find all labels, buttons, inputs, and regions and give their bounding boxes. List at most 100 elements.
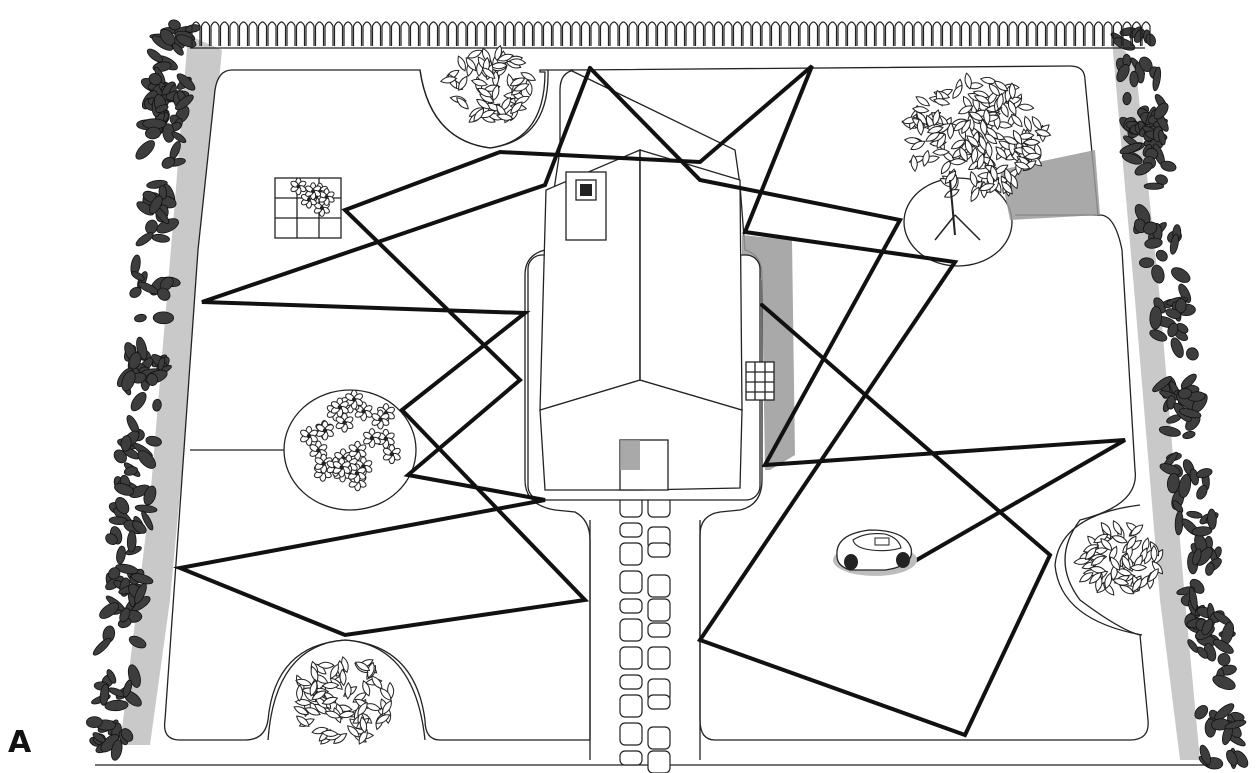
hedge-leaf [1217,653,1231,666]
hedge-leaf [1151,264,1165,284]
fence-picket [960,21,971,46]
hedge-leaf [1196,646,1209,659]
bush-leaf [993,80,1009,92]
bush-leaf [1016,103,1035,111]
flower-center [306,197,311,202]
bush-leaf [458,75,468,91]
fence-picket [343,21,353,46]
bush-leaf [321,729,339,737]
bush-leaf [1126,535,1137,551]
bush-leaf [940,159,952,175]
hedge-leaf [1155,249,1168,262]
hedge-leaf [114,483,135,496]
hedge-leaf [105,533,118,546]
fence-picket [837,21,847,46]
fence-picket [267,21,277,46]
fence-picket [770,21,781,46]
hedge-leaf [146,48,163,63]
hedge-leaf [152,398,162,412]
fence-picket [476,21,486,46]
picket-fence [191,21,1151,46]
fence-picket [903,21,914,46]
fence-picket [713,21,724,46]
fence-picket [742,21,752,46]
bush-leaf [355,661,371,672]
bush-leaf [477,87,493,98]
fence-picket [932,21,942,46]
bush-leaf [476,99,491,110]
fence-picket [314,21,325,46]
hedge-leaf [130,391,147,412]
bush-leaf [510,101,523,114]
bush-leaf [959,146,968,163]
stepping-stone [619,722,643,746]
hedge-leaf [1177,388,1193,400]
fence-picket [428,21,439,46]
bush-leaf [926,126,944,134]
fence-picket [542,21,553,46]
hedge-leaf [168,19,181,31]
flower-center [316,448,321,453]
bush-leaf [1004,167,1012,185]
bush-leaf [1001,181,1013,195]
charging-station-grid [746,362,774,400]
bush-leaf [513,83,530,92]
bush-leaf [1129,564,1148,572]
tree-trunk [934,179,981,241]
bush-leaf [1148,568,1159,583]
hedge-leaf [1171,267,1191,283]
hedge-leaf [92,732,106,743]
hedge-leaf [135,140,155,160]
fence-picket [704,21,714,46]
hedge-leaf [134,504,158,513]
fence-picket [229,21,239,46]
stepping-stone [647,750,671,773]
bush-leaf [925,132,941,142]
hedge-leaf [175,94,194,111]
bush-leaf [1012,129,1023,146]
stepping-stone [619,570,643,594]
bush-leaf [514,95,531,105]
fence-picket [751,21,762,46]
hedge-leaf [1160,160,1177,172]
bush-leaf [439,76,458,84]
bush-leaf [1024,152,1042,160]
hedge-leaf [92,637,112,656]
hedge-leaf [134,582,147,604]
flower [309,440,328,461]
bush-leaf [933,98,951,106]
bush-leaf [1023,115,1032,133]
bush-leaf [973,95,991,104]
bush-right [1073,520,1164,596]
fence-picket [894,21,904,46]
planter-box [274,177,342,239]
bush-leaf [1109,556,1121,571]
bush-leaf [983,108,991,126]
fence-picket [941,21,952,46]
flower-center [322,428,328,433]
hedge-leaf [161,156,175,169]
fence-picket [438,21,448,46]
hedge-leaf [108,567,121,580]
fence-picket [200,21,211,46]
bush-leaf [321,696,339,705]
bush-leaf [491,84,500,102]
bush-leaf [382,700,392,715]
bush-leaf [948,158,967,166]
flower [363,428,381,449]
hedge-leaf [99,683,110,706]
hedge-leaf [128,635,147,649]
bush-leaf [508,58,527,66]
stepping-stone [619,674,643,690]
fence-picket [381,21,391,46]
bush-leaf [465,57,477,72]
hedge-leaf [1196,485,1208,500]
bush-leaf [1008,82,1016,100]
hedge-leaf [126,530,137,553]
hedge-leaf [146,373,158,386]
house [527,149,795,501]
hedge-leaf [1143,182,1165,190]
hedge-leaf [1178,283,1192,304]
hedge-leaf [116,545,126,565]
flower-center [324,195,329,199]
